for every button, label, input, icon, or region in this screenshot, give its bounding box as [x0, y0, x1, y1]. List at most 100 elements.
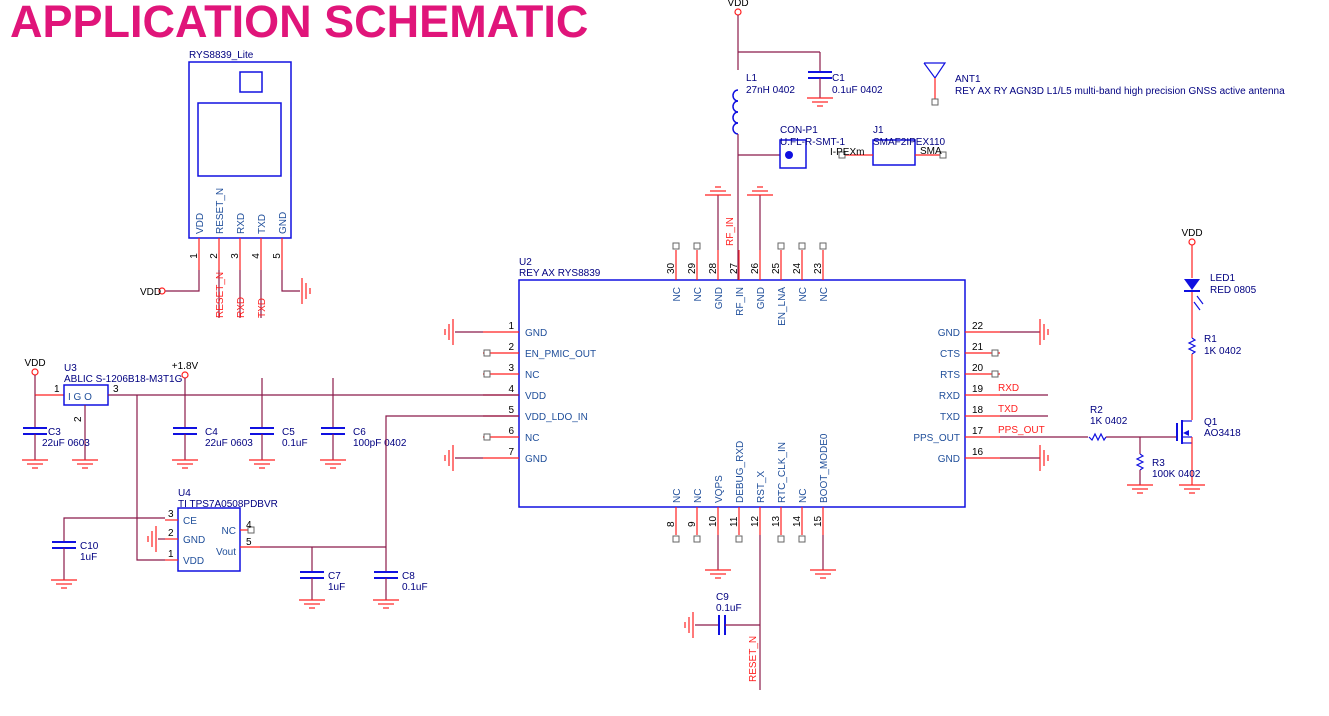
- pin-number: 16: [972, 447, 984, 458]
- module-pin-number: 3: [230, 253, 241, 259]
- power-port-icon: [181, 371, 189, 379]
- pin-label: GND: [714, 287, 725, 309]
- pin-number: 6: [508, 426, 514, 437]
- power-label: VDD: [24, 358, 45, 369]
- u2-part: REY AX RYS8839: [519, 268, 601, 279]
- pin-label: GND: [525, 328, 547, 339]
- pin-number: 2: [73, 416, 84, 422]
- ufl-connector: [779, 139, 807, 169]
- c9-value: 0.1uF: [716, 603, 742, 614]
- pin-label: DEBUG_RXD: [735, 441, 746, 503]
- c6-value: 100pF 0402: [353, 438, 407, 449]
- pin-label: VDD: [183, 556, 204, 567]
- resistor-icon: [1135, 453, 1145, 471]
- r3-ref: R3: [1152, 458, 1165, 469]
- no-connect-icon: [483, 349, 491, 357]
- no-connect-icon: [777, 535, 785, 543]
- pin-label: VDD_LDO_IN: [525, 412, 588, 423]
- r1-value: 1K 0402: [1204, 346, 1242, 357]
- pin-number: 20: [972, 363, 984, 374]
- module-pin-number: 1: [189, 253, 200, 259]
- j1-ref: J1: [873, 125, 884, 136]
- c1-ref: C1: [832, 73, 845, 84]
- no-connect-icon: [483, 370, 491, 378]
- q1-ref: Q1: [1204, 417, 1218, 428]
- module-shield: [197, 102, 282, 177]
- pin-number: 26: [750, 262, 761, 274]
- wire: [385, 415, 519, 547]
- no-connect-icon: [693, 535, 701, 543]
- j1-body: [872, 139, 916, 166]
- pin-number: 28: [708, 262, 719, 274]
- pin-label: NC: [525, 433, 539, 444]
- net-label: RXD: [236, 297, 247, 318]
- power-port-icon: [734, 8, 742, 16]
- pin-number: 14: [792, 515, 803, 527]
- led-icon: [1184, 279, 1200, 290]
- pin-number: 25: [771, 262, 782, 274]
- power-port-icon: [1188, 238, 1196, 246]
- antenna-icon: [923, 62, 947, 80]
- pin-number: 17: [972, 426, 984, 437]
- wire: [136, 395, 165, 561]
- r2-ref: R2: [1090, 405, 1103, 416]
- resistor-icon: [1088, 432, 1107, 442]
- pin-number: 29: [687, 262, 698, 274]
- u4-part: TI TPS7A0508PDBVR: [178, 499, 278, 510]
- pin-number: 1: [54, 384, 60, 395]
- pin-number: 9: [687, 521, 698, 527]
- no-connect-icon: [735, 535, 743, 543]
- c7-value: 1uF: [328, 582, 345, 593]
- pin-label: RTS: [940, 370, 960, 381]
- pin-number: 5: [508, 405, 514, 416]
- no-connect-icon: [672, 535, 680, 543]
- no-connect-icon: [931, 98, 939, 106]
- pin-number: 2: [168, 528, 174, 539]
- page-title: APPLICATION SCHEMATIC: [10, 0, 589, 47]
- pin-label: GND: [756, 287, 767, 309]
- pin-label: GND: [938, 328, 960, 339]
- module-pin-label: TXD: [257, 214, 268, 234]
- pin-number: 1: [508, 321, 514, 332]
- wire: [63, 517, 165, 542]
- pin-label: EN_PMIC_OUT: [525, 349, 596, 360]
- pin-label: NC: [819, 287, 830, 301]
- c10-value: 1uF: [80, 552, 97, 563]
- net-label: TXD: [998, 404, 1018, 415]
- wire: [165, 270, 200, 292]
- c6-ref: C6: [353, 427, 366, 438]
- pin-number: 22: [972, 321, 984, 332]
- net-label: RF_IN: [725, 217, 736, 246]
- led-arrow-icon: [1196, 295, 1204, 305]
- pin-number: 10: [708, 515, 719, 527]
- j1-value: SMAF2IPEX110: [873, 137, 946, 148]
- power-label: VDD: [140, 287, 161, 298]
- wire: [281, 270, 300, 292]
- u2-body: [518, 279, 966, 508]
- pin-number: 18: [972, 405, 984, 416]
- c5-ref: C5: [282, 427, 295, 438]
- conp1-value: U.FL-R-SMT-1: [780, 137, 845, 148]
- u3-body-text: I G O: [68, 392, 92, 403]
- power-port-icon: [158, 287, 166, 295]
- r2-value: 1K 0402: [1090, 416, 1128, 427]
- power-label: +1.8V: [172, 361, 199, 372]
- r1-ref: R1: [1204, 334, 1217, 345]
- pin-number: 3: [508, 363, 514, 374]
- pin-label: Vout: [216, 547, 236, 558]
- no-connect-icon: [991, 370, 999, 378]
- pin-label: GND: [183, 535, 205, 546]
- r3-value: 100K 0402: [1152, 469, 1201, 480]
- pin-label: NC: [693, 287, 704, 301]
- j1-pin-label: I-PEXm: [830, 147, 864, 158]
- pin-label: VDD: [525, 391, 546, 402]
- pin-label: NC: [693, 489, 704, 503]
- module-pin-label: GND: [278, 212, 289, 234]
- no-connect-icon: [991, 349, 999, 357]
- no-connect-icon: [798, 242, 806, 250]
- pin-number: 23: [813, 262, 824, 274]
- pin-number: 11: [729, 516, 740, 527]
- pin-label: BOOT_MODE0: [819, 433, 830, 503]
- module-pin-number: 2: [209, 253, 220, 259]
